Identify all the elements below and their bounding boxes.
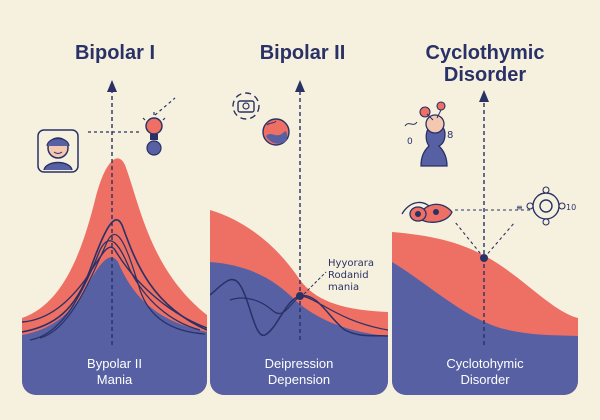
caption-line-1: Bypolar II bbox=[87, 356, 142, 371]
panel-1-curve-d bbox=[39, 233, 206, 339]
panel-1-navy-area bbox=[22, 257, 207, 395]
panel-2-annotation: Hyyorara Rodanid mania bbox=[328, 258, 374, 294]
person-face-icon bbox=[37, 129, 79, 173]
panel-2-caption: Deipression Depension bbox=[210, 356, 388, 388]
caption-line-1: Cyclotohymic bbox=[446, 356, 524, 371]
panel-1-curve-c bbox=[29, 240, 201, 341]
panel-2-graph bbox=[210, 80, 388, 395]
panel-1-graph bbox=[22, 80, 207, 395]
svg-text:0: 0 bbox=[407, 137, 413, 147]
caption-line-2: Depension bbox=[267, 372, 331, 387]
panel-2-curve-a bbox=[210, 278, 388, 337]
panel-title-bipolar-2: Bipolar II bbox=[259, 42, 346, 64]
annotation-line: Rodanid bbox=[328, 270, 369, 281]
panel-2-curve-b bbox=[229, 295, 388, 331]
lightbulb-icon bbox=[142, 112, 166, 156]
panel-title-bipolar-1: Bipolar I bbox=[74, 42, 155, 64]
head-profile-icon: 8 0 bbox=[404, 101, 453, 167]
panel-2-marker bbox=[296, 292, 304, 300]
panel-1-caption: Bypolar II Mania bbox=[22, 356, 207, 388]
caption-line-2: Mania bbox=[96, 372, 133, 387]
panel-title-cyclothymic: Cyclothymic Disorder bbox=[395, 42, 575, 86]
panel-3-navy-area bbox=[392, 262, 578, 395]
panel-3-graph: 8 0 ≡ 10 bbox=[392, 90, 578, 395]
panel-2-arrow-head bbox=[295, 80, 305, 92]
panel-1-curve-b bbox=[22, 246, 207, 329]
panel-3-arrow-head bbox=[479, 90, 489, 102]
globe-icon bbox=[262, 118, 290, 146]
annotation-line: mania bbox=[328, 282, 360, 293]
camera-cycle-icon bbox=[232, 92, 260, 120]
panel-1-arrow-head bbox=[107, 80, 117, 92]
panel-title-line-1: Cyclothymic bbox=[425, 42, 545, 64]
svg-text:10: 10 bbox=[566, 203, 576, 212]
panel-3-caption: Cyclotohymic Disorder bbox=[392, 356, 578, 388]
panel-2-annotation-leader bbox=[303, 271, 327, 295]
annotation-line: Hyyorara bbox=[328, 258, 374, 269]
svg-text:≡: ≡ bbox=[516, 203, 523, 212]
panel-title-line-2: Disorder bbox=[443, 64, 527, 86]
caption-line-2: Disorder bbox=[460, 372, 510, 387]
caption-line-1: Deipression bbox=[264, 356, 334, 371]
gear-icon: ≡ 10 bbox=[516, 186, 576, 226]
svg-text:8: 8 bbox=[447, 130, 453, 141]
eye-icon bbox=[401, 201, 453, 223]
panel-2-navy-area bbox=[210, 262, 388, 395]
